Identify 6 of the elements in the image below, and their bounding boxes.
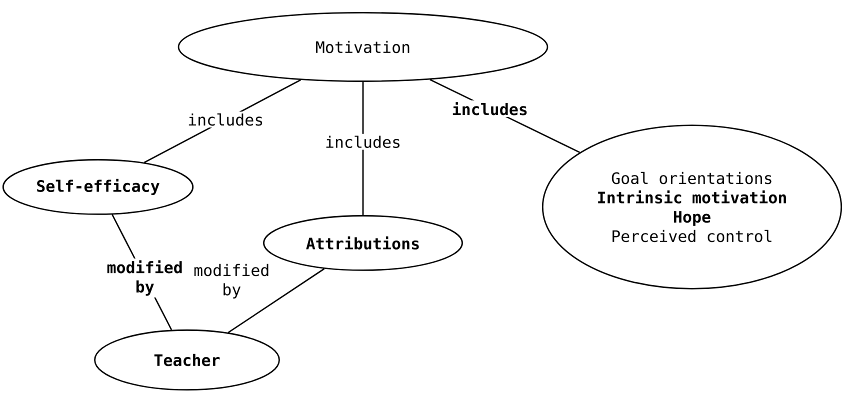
edge-label: includes: [318, 134, 408, 150]
edge-label: includes: [446, 100, 534, 117]
edge-label: includes: [181, 112, 270, 128]
edge-label: modified by: [100, 258, 190, 298]
connector-line: [362, 82, 364, 216]
connector-line: [228, 268, 325, 334]
